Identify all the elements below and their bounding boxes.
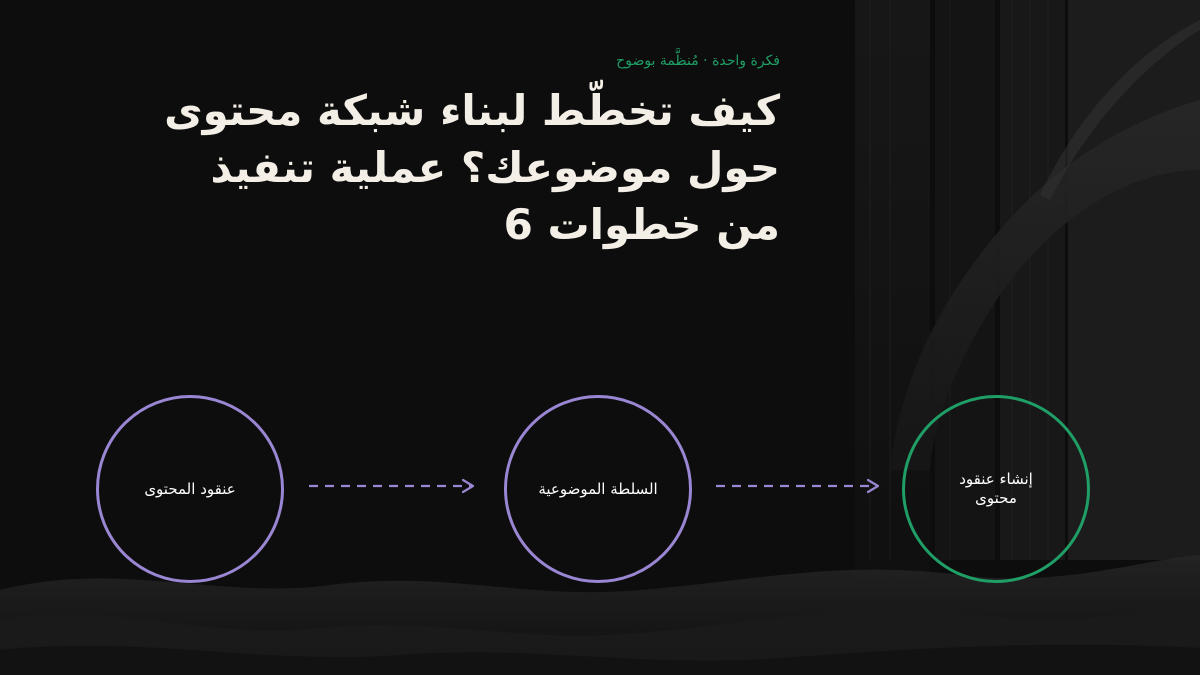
step-circle-create-cluster: إنشاء عنقود محتوى <box>902 395 1090 583</box>
step-circle-topical-authority: السلطة الموضوعية <box>504 395 692 583</box>
step-circle-content-cluster: عنقود المحتوى <box>96 395 284 583</box>
step-label-content-cluster: عنقود المحتوى <box>144 479 236 498</box>
eyebrow-label: فكرة واحدة · مُنظَّمة بوضوح <box>616 53 780 69</box>
page-title: كيف تخطّط لبناء شبكة محتوى حول موضوعك؟ ع… <box>164 86 780 249</box>
arrow-right-icon <box>309 478 475 494</box>
arrow-right-icon <box>716 478 880 494</box>
step-label-topical-authority: السلطة الموضوعية <box>538 479 658 498</box>
step-label-create-cluster: إنشاء عنقود محتوى <box>959 470 1033 507</box>
